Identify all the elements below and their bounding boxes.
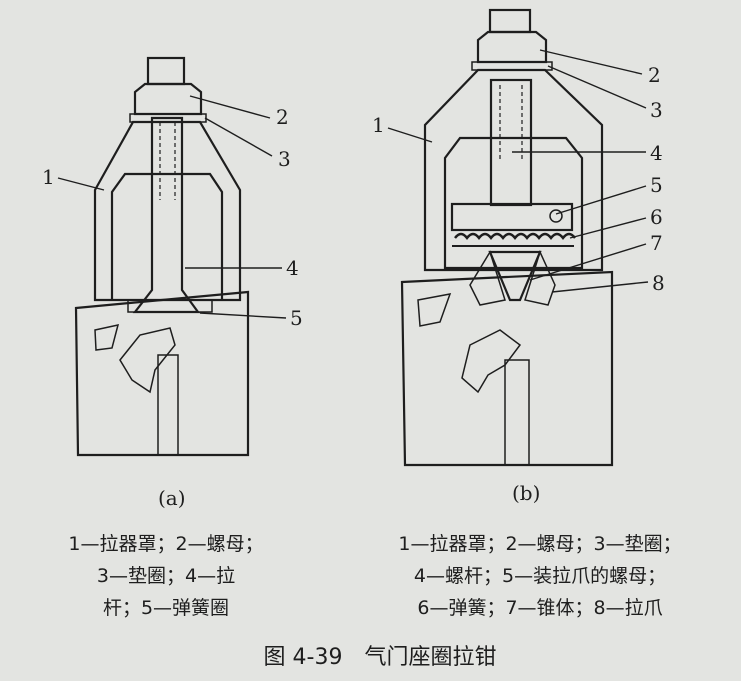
callout-b-8: 8 bbox=[652, 271, 665, 295]
callout-a-4: 4 bbox=[286, 256, 299, 280]
puller-cover-a bbox=[93, 120, 242, 302]
legend-a-line-1: 1—拉器罩；2—螺母； bbox=[68, 533, 263, 555]
callout-b-2: 2 bbox=[648, 63, 661, 87]
diagram-b: 1 2 3 4 5 6 7 8 (b) bbox=[372, 8, 665, 505]
callout-a-5: 5 bbox=[290, 306, 303, 330]
callout-b-7: 7 bbox=[650, 231, 663, 255]
port-cavity-a2 bbox=[94, 324, 120, 351]
legend-a-line-3: 杆；5—弹簧圈 bbox=[103, 597, 229, 619]
callout-b-4: 4 bbox=[650, 141, 663, 165]
callout-b-3: 3 bbox=[650, 98, 663, 122]
port-cavity-a bbox=[119, 327, 176, 394]
legend-a-line-2: 3—垫圈；4—拉 bbox=[97, 565, 235, 587]
pull-rod-a bbox=[132, 116, 201, 314]
figure-title: 图 4-39 气门座圈拉钳 bbox=[264, 645, 497, 670]
port-cavity-b2 bbox=[417, 293, 452, 327]
legend-b-line-1: 1—拉器罩；2—螺母；3—垫圈； bbox=[398, 533, 681, 555]
callout-b-5: 5 bbox=[650, 173, 663, 197]
spring-b bbox=[454, 232, 576, 240]
legend-b-line-2: 4—螺杆；5—装拉爪的螺母； bbox=[414, 565, 666, 587]
cylinder-head-b bbox=[400, 270, 614, 467]
claw-right-b bbox=[524, 249, 556, 306]
port-cavity-b bbox=[461, 329, 522, 394]
callout-a-1: 1 bbox=[42, 165, 55, 189]
sublabel-b: (b) bbox=[512, 481, 540, 505]
cylinder-head-a bbox=[74, 290, 250, 457]
legend-b-line-3: 6—弹簧；7—锥体；8—拉爪 bbox=[417, 597, 662, 619]
legend-b: 1—拉器罩；2—螺母；3—垫圈； 4—螺杆；5—装拉爪的螺母； 6—弹簧；7—锥… bbox=[398, 533, 681, 619]
cone-b bbox=[488, 250, 542, 302]
puller-cover-b bbox=[423, 68, 604, 272]
nut-a bbox=[133, 82, 203, 116]
callout-b-6: 6 bbox=[650, 205, 663, 229]
claw-left-b bbox=[469, 250, 506, 306]
valve-guide-a bbox=[157, 354, 179, 456]
callout-a-2: 2 bbox=[276, 105, 289, 129]
callout-b-1: 1 bbox=[372, 113, 385, 137]
claw-nut-b bbox=[450, 202, 574, 232]
screw-b bbox=[489, 78, 533, 207]
sublabel-a: (a) bbox=[158, 486, 186, 510]
legend-a: 1—拉器罩；2—螺母； 3—垫圈；4—拉 杆；5—弹簧圈 bbox=[68, 533, 263, 619]
washer-b bbox=[471, 61, 553, 71]
nut-b bbox=[476, 30, 548, 64]
diagram-a: 1 2 3 4 5 (a) bbox=[42, 56, 303, 510]
callout-a-3: 3 bbox=[278, 147, 291, 171]
valve-guide-b bbox=[504, 359, 530, 466]
